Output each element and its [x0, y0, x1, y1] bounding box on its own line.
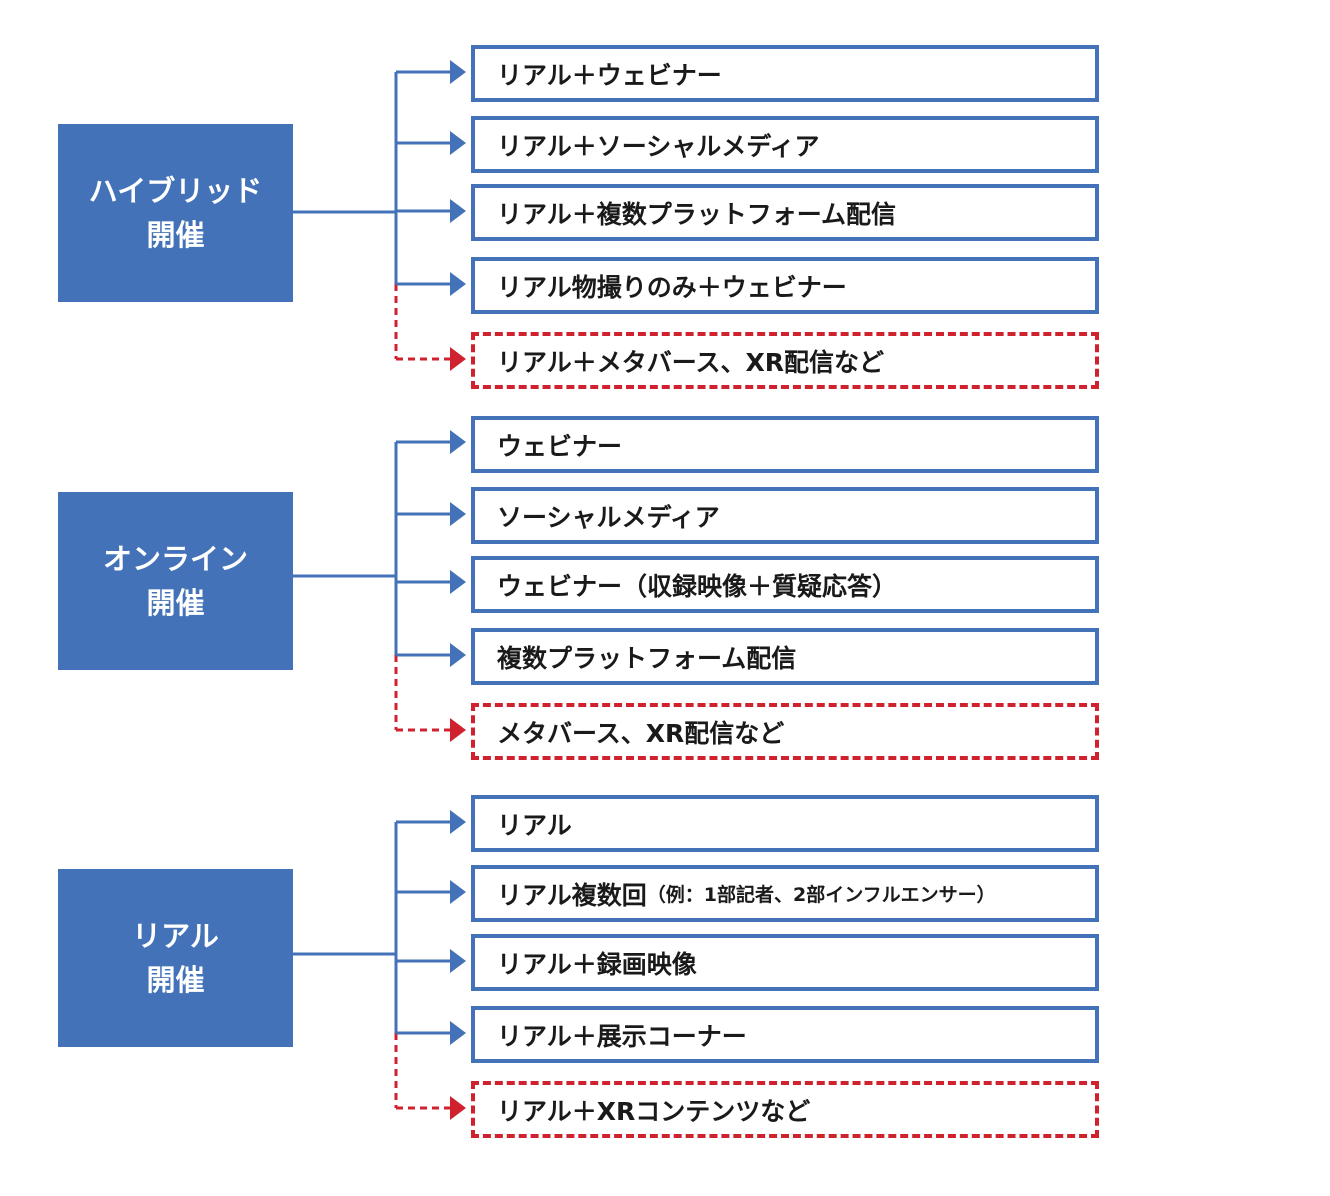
- option-hybrid-social-media: リアル＋ソーシャルメディア: [471, 116, 1099, 173]
- arrow-head-blue: [450, 430, 466, 454]
- option-real-multiple-sessions: リアル複数回（例：1部記者、2部インフルエンサー）: [471, 865, 1099, 922]
- arrow-head-blue: [450, 199, 466, 223]
- category-hybrid: ハイブリッド 開催: [58, 124, 293, 302]
- arrow-head-blue: [450, 1021, 466, 1045]
- option-online-multi-platform: 複数プラットフォーム配信: [471, 628, 1099, 685]
- arrow-head-red: [450, 718, 466, 742]
- category-real: リアル 開催: [58, 869, 293, 1047]
- category-online-subtitle: 開催: [146, 586, 205, 620]
- arrow-head-blue: [450, 272, 466, 296]
- category-hybrid-subtitle: 開催: [146, 218, 205, 252]
- option-hybrid-webinar: リアル＋ウェビナー: [471, 45, 1099, 102]
- option-online-webinar: ウェビナー: [471, 416, 1099, 473]
- arrow-head-blue: [450, 60, 466, 84]
- option-online-social-media: ソーシャルメディア: [471, 487, 1099, 544]
- arrow-head-blue: [450, 570, 466, 594]
- option-hybrid-multi-platform: リアル＋複数プラットフォーム配信: [471, 184, 1099, 241]
- category-real-title: リアル: [132, 919, 219, 953]
- arrow-head-red: [450, 1096, 466, 1120]
- category-hybrid-title: ハイブリッド: [88, 174, 263, 208]
- arrow-head-blue: [450, 949, 466, 973]
- arrow-head-blue: [450, 131, 466, 155]
- option-hybrid-product-shoot-webinar: リアル物撮りのみ＋ウェビナー: [471, 257, 1099, 314]
- category-online: オンライン 開催: [58, 492, 293, 670]
- option-online-recorded-webinar: ウェビナー（収録映像＋質疑応答）: [471, 556, 1099, 613]
- category-real-subtitle: 開催: [146, 963, 205, 997]
- arrow-head-blue: [450, 643, 466, 667]
- arrow-head-blue: [450, 880, 466, 904]
- option-real-only: リアル: [471, 795, 1099, 852]
- option-hybrid-metaverse-xr: リアル＋メタバース、XR配信など: [471, 332, 1099, 389]
- arrow-head-blue: [450, 810, 466, 834]
- option-online-metaverse-xr: メタバース、XR配信など: [471, 703, 1099, 760]
- option-real-exhibition-corner: リアル＋展示コーナー: [471, 1006, 1099, 1063]
- option-real-xr-content: リアル＋XRコンテンツなど: [471, 1081, 1099, 1138]
- option-real-recorded-video: リアル＋録画映像: [471, 934, 1099, 991]
- arrow-head-red: [450, 347, 466, 371]
- arrow-head-blue: [450, 502, 466, 526]
- option-real-multiple-sessions-note: （例：1部記者、2部インフルエンサー）: [646, 884, 996, 906]
- category-online-title: オンライン: [102, 542, 248, 576]
